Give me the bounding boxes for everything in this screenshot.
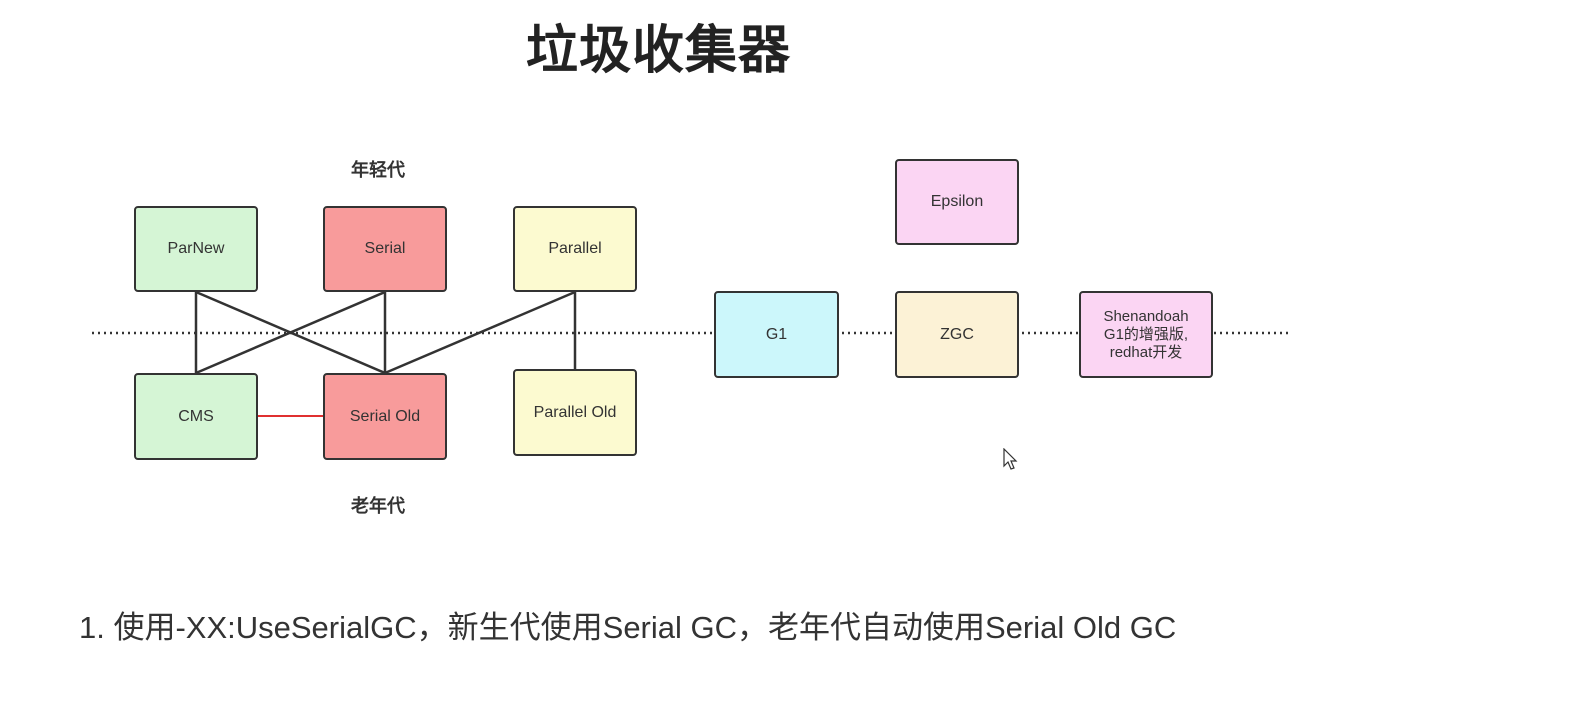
node-cms: CMS bbox=[134, 373, 258, 460]
node-cms-label: CMS bbox=[178, 407, 214, 425]
node-serial-old: Serial Old bbox=[323, 373, 447, 460]
page-title: 垃圾收集器 bbox=[526, 21, 792, 81]
node-serial-old-label: Serial Old bbox=[349, 407, 421, 425]
node-parnew: ParNew bbox=[134, 206, 258, 292]
old-generation-label: 老年代 bbox=[351, 496, 405, 517]
node-parallel-old-label: Parallel Old bbox=[533, 403, 617, 421]
node-g1-label: G1 bbox=[765, 325, 788, 343]
node-parallel-label: Parallel bbox=[548, 240, 602, 258]
node-shenandoah-label: Shenandoah G1的增强版, redhat开发 bbox=[1103, 307, 1189, 361]
edge-parallel-serialold bbox=[384, 290, 576, 375]
node-parallel-old: Parallel Old bbox=[513, 369, 637, 456]
footer-note: 1. 使用-XX:UseSerialGC，新生代使用Serial GC，老年代自… bbox=[79, 610, 1177, 645]
node-shenandoah: Shenandoah G1的增强版, redhat开发 bbox=[1079, 291, 1213, 378]
node-serial: Serial bbox=[323, 206, 447, 292]
node-epsilon-label: Epsilon bbox=[930, 193, 984, 211]
young-generation-label: 年轻代 bbox=[351, 160, 405, 181]
node-parallel: Parallel bbox=[513, 206, 637, 292]
edge-serial-cms bbox=[195, 290, 386, 375]
node-serial-label: Serial bbox=[364, 240, 406, 258]
node-g1: G1 bbox=[714, 291, 839, 378]
node-parnew-label: ParNew bbox=[167, 240, 225, 258]
mouse-cursor-icon bbox=[1003, 448, 1018, 470]
node-zgc-label: ZGC bbox=[940, 325, 974, 343]
node-zgc: ZGC bbox=[895, 291, 1019, 378]
node-epsilon: Epsilon bbox=[895, 159, 1019, 245]
